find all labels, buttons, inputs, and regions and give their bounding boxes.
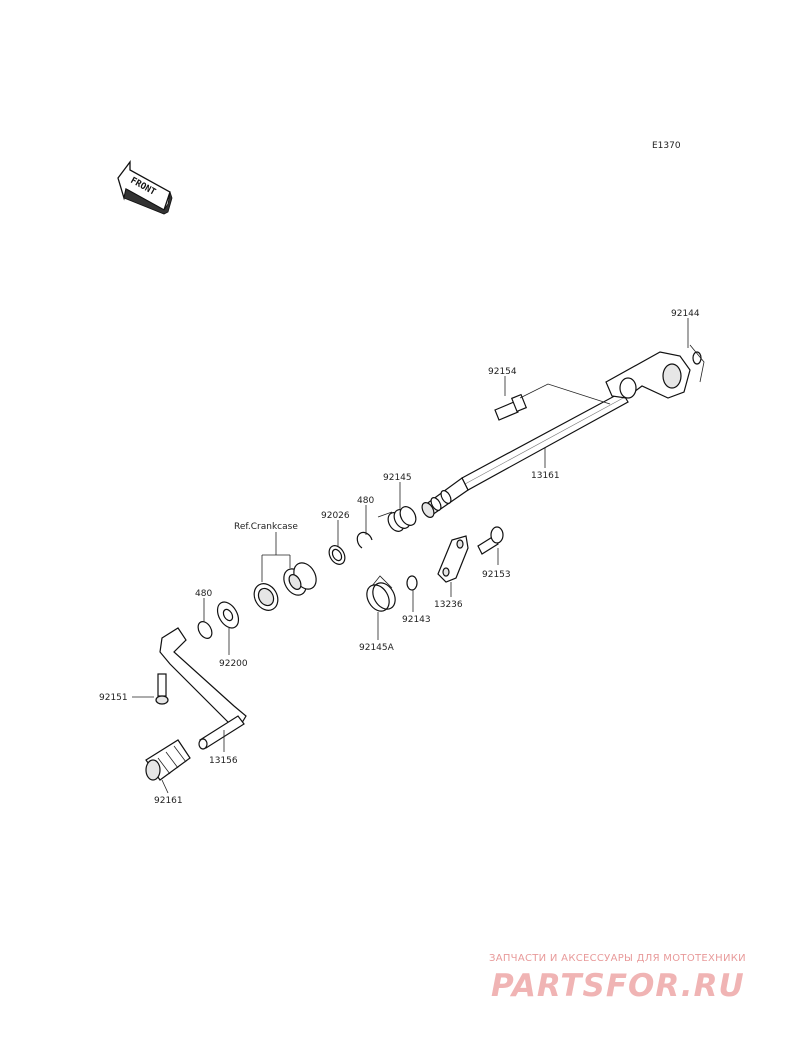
leader-lines	[132, 318, 689, 794]
label-480-upper: 480	[357, 496, 374, 506]
diagram-code: E1370	[652, 141, 681, 151]
label-13161: 13161	[531, 471, 560, 481]
plate-13236	[437, 535, 469, 583]
circlip-480-upper	[356, 531, 373, 549]
label-480-lower: 480	[195, 589, 212, 599]
spring-92145	[377, 506, 417, 532]
circlip-480-lower	[197, 621, 213, 639]
bolt-92151	[155, 673, 169, 705]
label-92145A: 92145A	[359, 643, 395, 653]
label-92200: 92200	[219, 659, 248, 669]
pedal-rubber	[145, 739, 191, 781]
front-arrow-icon: FRONT	[117, 160, 173, 215]
oil-seal	[253, 583, 279, 611]
watermark: ЗАПЧАСТИ И АКСЕССУАРЫ ДЛЯ МОТОТЕХНИКИ PA…	[489, 953, 746, 1004]
label-92143: 92143	[402, 615, 431, 625]
spring-92145A	[366, 575, 396, 612]
ref-bracket	[261, 532, 291, 582]
label-92145: 92145	[383, 473, 412, 483]
watermark-logo: PARTSFOR.RU	[491, 968, 745, 1004]
label-13236: 13236	[434, 600, 463, 610]
bolt-92153	[477, 526, 504, 555]
label-92026: 92026	[321, 511, 350, 521]
shift-shaft	[421, 391, 629, 518]
washer-92026	[328, 545, 346, 565]
shift-pedal	[159, 627, 247, 750]
label-92161: 92161	[154, 796, 183, 806]
needle-bearing	[283, 562, 317, 596]
bolt-92154	[494, 393, 528, 421]
label-13156: 13156	[209, 756, 238, 766]
ref-crankcase-label: Ref.Crankcase	[234, 522, 298, 532]
label-92153: 92153	[482, 570, 511, 580]
label-92151: 92151	[99, 693, 128, 703]
label-92144: 92144	[671, 309, 700, 319]
part-labels: 92144 92154 13161 92145 480 92026 Ref.Cr…	[99, 309, 700, 806]
label-92154: 92154	[488, 367, 517, 377]
washer-92200	[216, 601, 240, 629]
collar-92143	[406, 575, 418, 591]
shift-arm	[605, 344, 705, 399]
watermark-tagline: ЗАПЧАСТИ И АКСЕССУАРЫ ДЛЯ МОТОТЕХНИКИ	[489, 953, 746, 964]
